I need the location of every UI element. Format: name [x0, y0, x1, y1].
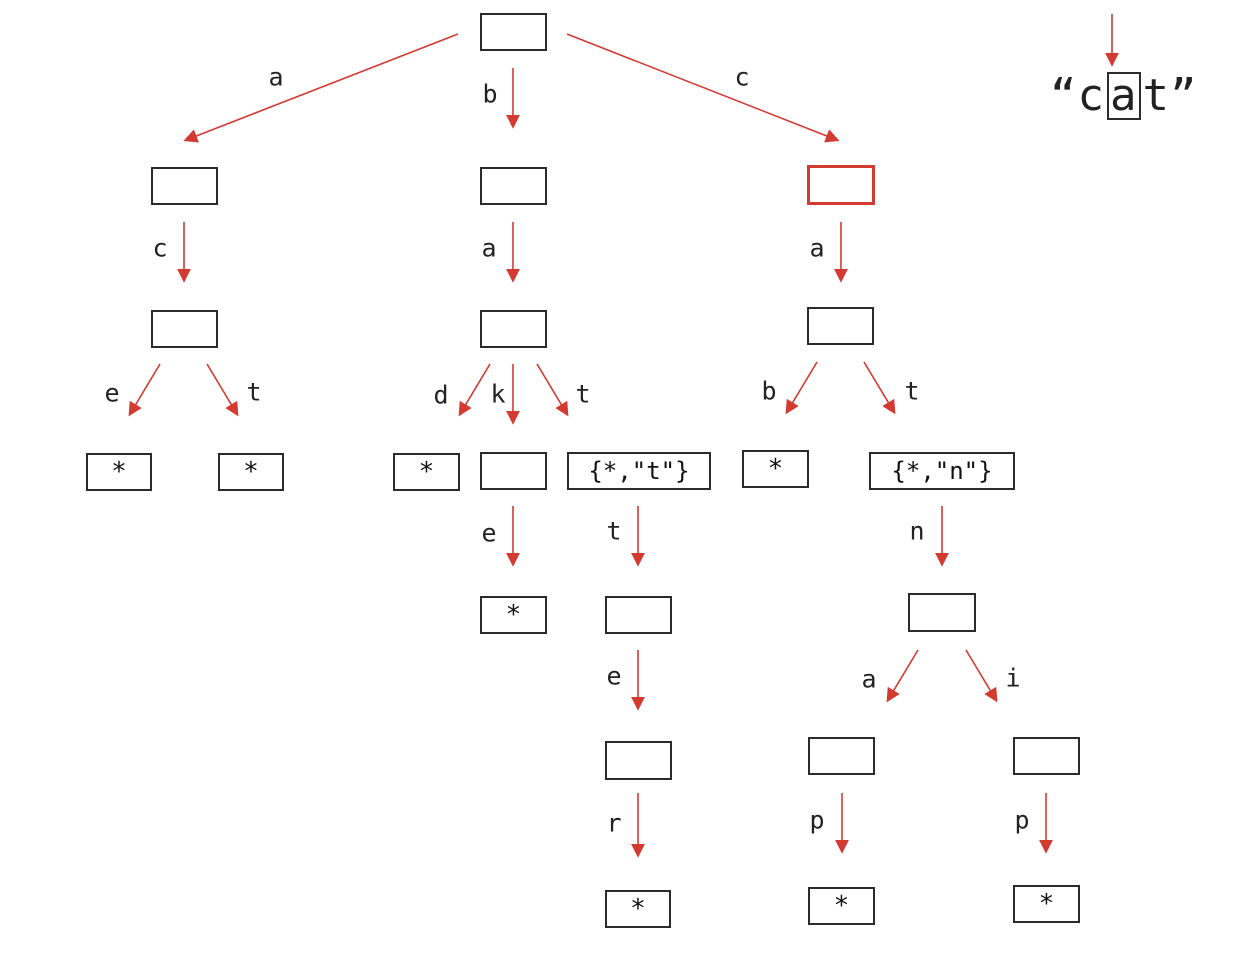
edge-catn-a — [886, 649, 919, 703]
edge-label-catni-p: p — [1014, 805, 1030, 835]
edge-label-catn-i: i — [1005, 663, 1021, 693]
edge-label-ba-t: t — [575, 379, 591, 409]
search-word: “ c a t ” — [1050, 70, 1198, 121]
node-root — [480, 13, 547, 51]
node-bake-end: * — [480, 596, 547, 634]
edge-label-ac-e: e — [104, 378, 120, 408]
edge-label-ac-t: t — [246, 377, 262, 407]
edge-label-b-a: a — [481, 233, 497, 263]
edge-label-bak-e: e — [481, 518, 497, 548]
edge-label-c-a: a — [809, 233, 825, 263]
node-cab-end: * — [742, 450, 809, 488]
search-word-close-quote: ” — [1170, 70, 1198, 121]
node-batte — [605, 741, 672, 780]
edge-root-c — [566, 33, 840, 143]
node-catnap-end: * — [808, 887, 875, 925]
node-catn — [908, 593, 976, 632]
node-bak — [480, 452, 547, 490]
edge-catn-i — [965, 649, 998, 703]
node-b — [480, 167, 547, 205]
edge-label-ba-d: d — [433, 380, 449, 410]
edge-root-a — [183, 33, 459, 143]
edge-label-a-c: c — [152, 233, 168, 263]
edge-label-batt-e: e — [606, 661, 622, 691]
search-word-remaining: t — [1142, 70, 1170, 121]
node-bat: {*,"t"} — [567, 452, 711, 490]
edge-ba-t — [536, 363, 569, 417]
edge-label-root-b: b — [482, 79, 498, 109]
edge-label-root-a: a — [268, 62, 284, 92]
edge-ba-d — [458, 363, 491, 417]
node-act-end: * — [218, 453, 284, 491]
node-ace-end: * — [86, 453, 152, 491]
edge-label-ca-t: t — [904, 376, 920, 406]
node-ac — [151, 310, 218, 348]
node-batter-end: * — [605, 890, 671, 928]
node-catna — [808, 737, 875, 775]
node-batt — [605, 596, 672, 634]
node-catnip-end: * — [1013, 885, 1080, 923]
node-catni — [1013, 737, 1080, 775]
node-a — [151, 167, 218, 205]
node-c-highlighted — [807, 165, 875, 205]
edge-label-batte-r: r — [606, 808, 622, 838]
edge-label-catn-a: a — [861, 664, 877, 694]
node-ca — [807, 307, 874, 345]
search-word-consumed: c — [1077, 70, 1105, 121]
search-word-current-char: a — [1107, 71, 1141, 120]
edge-ac-e — [128, 363, 161, 417]
edge-label-cat-n: n — [909, 516, 925, 546]
edge-label-root-c: c — [734, 62, 750, 92]
edge-ca-t — [863, 361, 896, 415]
edge-ac-t — [206, 363, 239, 417]
edge-label-bat-t: t — [606, 516, 622, 546]
search-word-open-quote: “ — [1050, 70, 1078, 121]
edge-label-ca-b: b — [761, 376, 777, 406]
edge-ca-b — [785, 361, 818, 415]
node-ba — [480, 310, 547, 348]
edge-label-ba-k: k — [490, 379, 506, 409]
node-bad-end: * — [393, 453, 460, 491]
edge-label-catna-p: p — [809, 805, 825, 835]
node-cat: {*,"n"} — [869, 452, 1015, 490]
